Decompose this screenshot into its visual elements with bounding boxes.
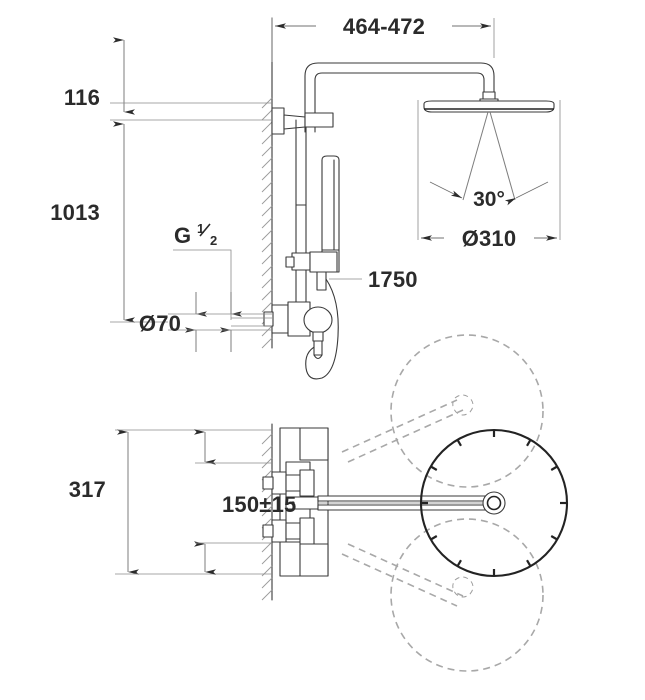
head-shower-disc: [423, 100, 555, 113]
valve-central-outlet: [285, 496, 319, 510]
valve-inlet-lower: [262, 517, 315, 545]
side-elevation-view: 464-472 116 1013 G 1 2: [50, 14, 555, 380]
swivel-range-upper: [341, 334, 544, 488]
dimension-label-inlet-centres: 150±15: [222, 492, 296, 517]
shower-hose: [305, 278, 339, 380]
hose-length-callout: 1750: [329, 267, 418, 292]
dimension-head-drop: 116: [64, 37, 272, 121]
head-shower-perimeter-ticks: [421, 430, 567, 576]
dimension-label-swivel-angle: 30°: [473, 188, 505, 211]
dimension-label-riser-height: 1013: [50, 200, 100, 225]
dimension-head-diameter: Ø310: [421, 226, 557, 251]
thread-numerator: 1: [197, 221, 204, 236]
angle-arrows: [429, 181, 549, 206]
hose-outlet-stub: [316, 271, 327, 291]
hand-shower-wand: [321, 155, 340, 273]
spray-cone-left: [462, 111, 489, 201]
shower-arm-plan: [317, 495, 497, 511]
dimension-label-head-diameter: Ø310: [462, 226, 517, 251]
valve-plan-view: 317 150±15: [69, 423, 497, 601]
dimension-valve-height: 317: [69, 429, 272, 575]
dimension-label-projection: 464-472: [343, 14, 425, 39]
spray-cone-right: [489, 111, 516, 201]
thread-label-g: G: [174, 223, 191, 248]
riser-wall-bracket: [271, 107, 334, 135]
swivel-range-lower: [341, 518, 544, 672]
shower-arm: [304, 62, 495, 133]
hand-shower-slider-bracket: [285, 251, 338, 273]
head-shower-pivot-hub: [482, 491, 506, 515]
dimension-label-escutcheon: Ø70: [139, 311, 181, 336]
valve-inlet-upper: [262, 469, 315, 497]
thread-denominator: 2: [210, 233, 217, 248]
dimension-label-head-drop: 116: [64, 85, 100, 110]
shower-head-plan-view: [341, 334, 569, 672]
dimension-escutcheon: Ø70: [139, 292, 272, 352]
thermostatic-mixer-valve: [263, 301, 333, 360]
dimension-inlet-centres: 150±15: [194, 429, 296, 575]
dimension-label-valve-height: 317: [69, 477, 106, 502]
dimension-label-hose-length: 1750: [368, 267, 418, 292]
dimension-projection-top: 464-472: [271, 14, 495, 62]
dimension-riser-height: 1013: [50, 121, 168, 323]
riser-pipe: [295, 119, 307, 319]
shower-head-front-view: 30° Ø310: [417, 100, 561, 251]
